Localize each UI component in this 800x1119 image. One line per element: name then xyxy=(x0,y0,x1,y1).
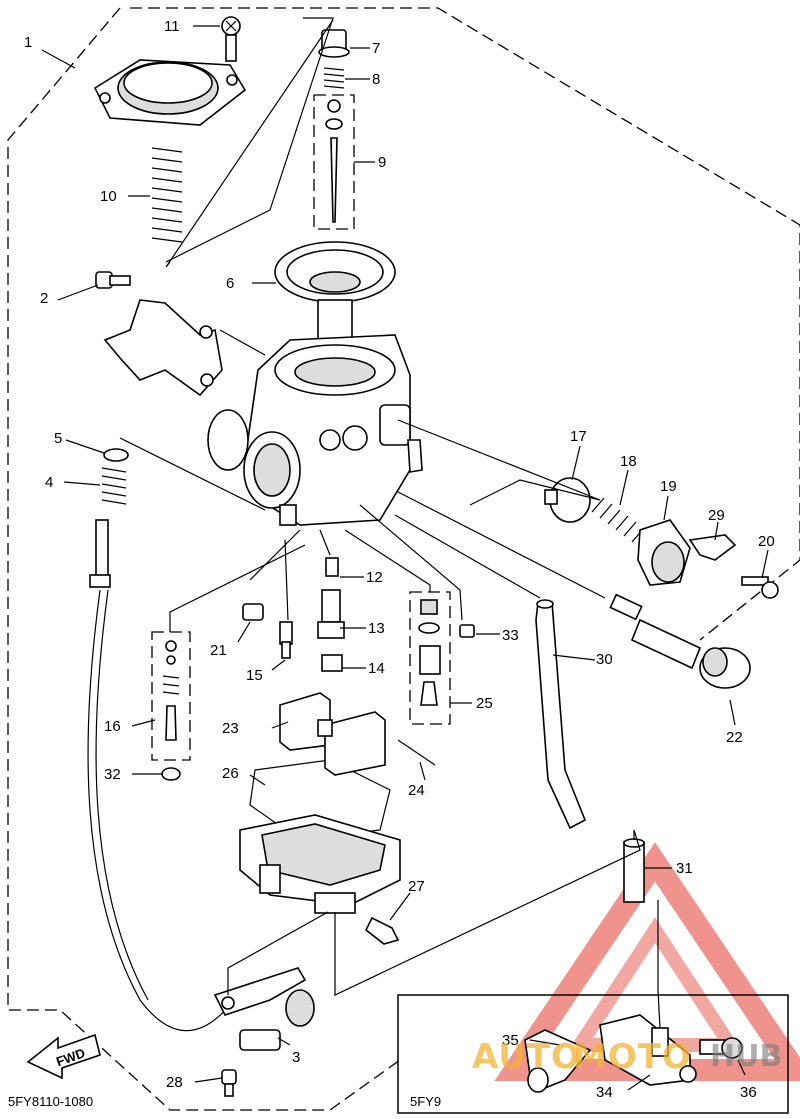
part-10-spring xyxy=(151,147,183,243)
part-15-pilot-jet xyxy=(279,621,293,659)
callout-3: 3 xyxy=(292,1049,300,1066)
watermark-text: AUTO MOTO HUB xyxy=(472,1037,782,1077)
fwd-arrow-icon: FWD xyxy=(26,1033,101,1080)
part-25-needle-valve-set xyxy=(418,599,441,706)
callout-22: 22 xyxy=(726,729,743,746)
part-12-jet xyxy=(325,557,339,577)
part-16-pilot-screw-set xyxy=(162,640,180,741)
part-35-elbow-hose xyxy=(524,1029,592,1093)
callout-26: 26 xyxy=(222,765,239,782)
callout-19: 19 xyxy=(660,478,677,495)
part-23-float xyxy=(279,692,386,776)
part-19-cover xyxy=(637,519,691,586)
part-7-cap xyxy=(318,29,350,58)
callout-5: 5 xyxy=(54,430,62,447)
part-11-screw xyxy=(221,16,241,62)
diagram-code: 5FY8110-1080 xyxy=(8,1094,93,1109)
part-8-spring xyxy=(323,67,345,89)
callout-18: 18 xyxy=(620,453,637,470)
callout-27: 27 xyxy=(408,878,425,895)
svg-text:HUB: HUB xyxy=(710,1039,782,1074)
callout-7: 7 xyxy=(372,40,380,57)
leader-lines xyxy=(41,17,769,1091)
part-14-main-jet xyxy=(321,654,343,672)
part-18-spring xyxy=(591,497,645,543)
part-diaphragm-cover xyxy=(93,59,247,126)
callout-11: 11 xyxy=(164,18,180,35)
callout-20: 20 xyxy=(758,533,775,550)
part-16-group-box xyxy=(151,631,191,761)
part-22-choke-plunger xyxy=(609,593,751,689)
part-17-cap xyxy=(544,477,591,523)
part-31-hose xyxy=(623,838,645,903)
callout-1: 1 xyxy=(24,34,32,51)
svg-text:MOTO: MOTO xyxy=(573,1037,692,1077)
callout-labels: 1 2 3 4 5 6 7 8 9 10 11 12 13 14 15 16 1… xyxy=(24,18,775,1101)
callout-4: 4 xyxy=(45,474,53,491)
callout-13: 13 xyxy=(368,620,385,637)
callout-17: 17 xyxy=(570,428,587,445)
part-20-screw xyxy=(741,576,779,599)
inset-label: 5FY9 xyxy=(410,1094,441,1109)
part-throttle-bracket xyxy=(103,299,223,397)
callout-6: 6 xyxy=(226,275,234,292)
part-9-jet-needle xyxy=(325,99,343,223)
part-29-bracket xyxy=(688,534,737,561)
inset-box xyxy=(397,994,789,1114)
callout-28: 28 xyxy=(166,1074,183,1091)
callout-31: 31 xyxy=(676,860,693,877)
part-30-hose xyxy=(535,599,587,830)
callout-16: 16 xyxy=(104,718,121,735)
callout-21: 21 xyxy=(210,642,227,659)
callout-8: 8 xyxy=(372,71,380,88)
callout-12: 12 xyxy=(366,569,383,586)
part-3-throttle-pulley xyxy=(213,967,315,1051)
part-carburetor-body xyxy=(207,334,423,526)
part-28-screw xyxy=(221,1069,237,1097)
callout-32: 32 xyxy=(104,766,121,783)
callout-34: 34 xyxy=(596,1084,613,1101)
callout-23: 23 xyxy=(222,720,239,737)
callout-2: 2 xyxy=(40,290,48,307)
callout-36: 36 xyxy=(740,1084,757,1101)
part-4-spring xyxy=(101,467,127,505)
part-throttle-cable xyxy=(87,519,231,1032)
part-27-drain-screw xyxy=(364,916,400,945)
callout-29: 29 xyxy=(708,507,725,524)
callout-14: 14 xyxy=(368,660,385,677)
svg-text:AUTO: AUTO xyxy=(472,1037,581,1077)
part-13-needle-jet xyxy=(317,589,345,639)
callout-25: 25 xyxy=(476,695,493,712)
callout-30: 30 xyxy=(596,651,613,668)
part-9-group-box xyxy=(313,94,355,230)
callout-24: 24 xyxy=(408,782,425,799)
part-33-screw xyxy=(459,624,475,638)
part-21-plug xyxy=(242,603,264,621)
part-34-fitting xyxy=(599,1014,697,1086)
part-2-screw xyxy=(95,271,131,289)
part-float-bowl xyxy=(239,814,401,914)
part-32-cap xyxy=(161,767,181,781)
callout-33: 33 xyxy=(502,627,519,644)
part-36-screw xyxy=(699,1037,743,1059)
part-5-washer xyxy=(103,448,129,462)
callout-35: 35 xyxy=(502,1032,519,1049)
callout-9: 9 xyxy=(378,154,386,171)
part-24-pin xyxy=(397,739,436,766)
callout-10: 10 xyxy=(100,188,117,205)
callout-15: 15 xyxy=(246,667,263,684)
